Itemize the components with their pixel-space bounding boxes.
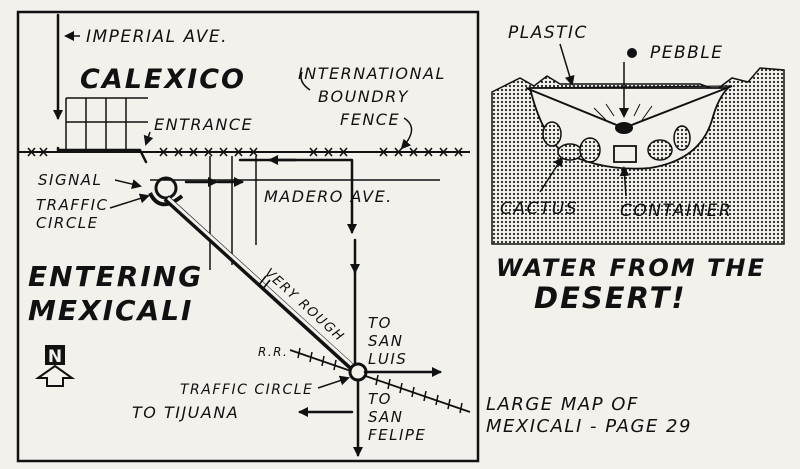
boundary-pointer <box>400 117 413 150</box>
traffic-circle-1 <box>154 176 178 200</box>
madero-ave-label: MADERO AVE. <box>264 187 393 206</box>
solar-still-panel: PLASTIC PEBBLE CACTUS CONTAINER WATER FR… <box>491 23 785 315</box>
entrance-route <box>56 146 148 164</box>
mexicali-label: MEXICALI <box>28 294 193 327</box>
to-san-felipe-1: TO <box>368 390 392 408</box>
to-san-luis-2: SAN <box>368 332 404 350</box>
pebble-label: PEBBLE <box>650 43 724 63</box>
entrance-pointer <box>143 131 154 146</box>
traffic-circle-1-label-a: TRAFFIC <box>36 196 109 214</box>
to-san-luis-3: LUIS <box>368 350 407 368</box>
traffic-circle-1-pointer <box>109 193 150 209</box>
pebble-icon <box>615 122 633 134</box>
container-label: CONTAINER <box>620 201 732 221</box>
traffic-circle-2-label: TRAFFIC CIRCLE <box>180 382 313 398</box>
signal-label: SIGNAL <box>38 171 102 189</box>
traffic-circle-2-pointer <box>317 375 350 389</box>
to-san-luis-1: TO <box>368 314 392 332</box>
cactus-icon <box>542 121 691 163</box>
container-pointer <box>619 166 630 197</box>
container-icon <box>613 145 637 163</box>
signal-pointer <box>114 179 142 189</box>
to-san-felipe-3: FELIPE <box>368 426 426 444</box>
footer-line2: MEXICALI - PAGE 29 <box>486 416 692 437</box>
traffic-circle-1-label-b: CIRCLE <box>36 214 99 232</box>
plastic-label: PLASTIC <box>508 23 588 43</box>
sun-rays <box>593 103 653 121</box>
footer-line1: LARGE MAP OF <box>486 394 639 415</box>
railroad-track <box>289 349 471 413</box>
north-label: N <box>48 347 62 367</box>
pebble-dot <box>627 48 637 58</box>
boundary-label-line2: BOUNDRY <box>318 87 409 106</box>
imperial-ave-label: IMPERIAL AVE. <box>86 27 228 47</box>
calexico-street-grid <box>65 97 148 150</box>
still-title-line1: WATER FROM THE <box>496 254 766 282</box>
cactus-pointer <box>539 156 564 193</box>
entering-label: ENTERING <box>28 260 203 293</box>
to-san-felipe-2: SAN <box>368 408 404 426</box>
map-panel: IMPERIAL AVE. CALEXICO ENTRANCE INTERNAT… <box>16 10 480 463</box>
rough-break-mark <box>257 275 271 291</box>
very-rough-label: VERY ROUGH <box>261 266 347 345</box>
entrance-label: ENTRANCE <box>154 115 253 134</box>
plastic-pointer <box>559 43 575 86</box>
boundary-pointer-small <box>300 71 311 91</box>
fence-marks <box>27 147 463 157</box>
plastic-edge <box>525 85 733 89</box>
boundary-label-line3: FENCE <box>340 110 400 129</box>
railroad-label: R.R. <box>258 345 288 359</box>
railroad-ties <box>297 347 463 414</box>
cactus-label: CACTUS <box>500 199 578 219</box>
mexicali-street-grid <box>150 156 440 270</box>
traffic-circle-1-curve <box>148 192 184 207</box>
map-border <box>16 10 480 463</box>
boundary-label-line1: INTERNATIONAL <box>298 64 446 83</box>
still-title-line2: DESERT! <box>534 281 687 315</box>
traffic-circle-2 <box>348 362 368 382</box>
calexico-label: CALEXICO <box>80 64 246 95</box>
north-arrow-icon: N <box>34 345 76 387</box>
to-tijuana-label: TO TIJUANA <box>132 403 239 422</box>
